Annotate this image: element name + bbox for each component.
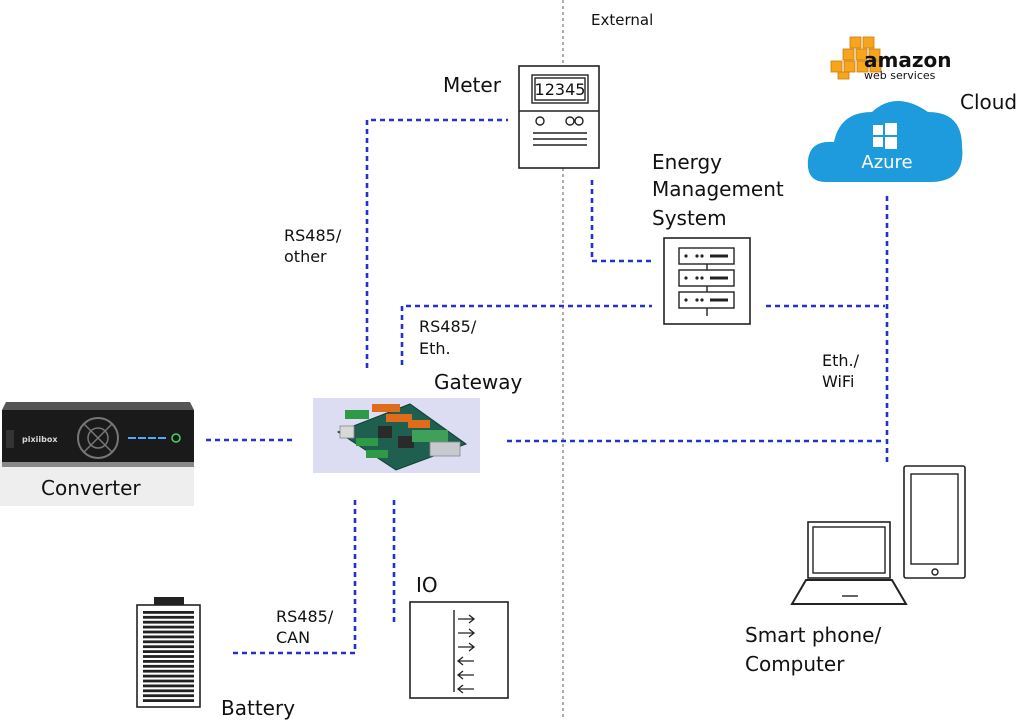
rs485-eth-label-line1: RS485/ bbox=[419, 317, 477, 336]
aws-logo-subtext: web services bbox=[864, 69, 936, 82]
meter-icon: 12345 bbox=[518, 65, 600, 169]
rs485-can-label-line2: CAN bbox=[276, 628, 310, 647]
converter-device-image: pixiibox bbox=[0, 402, 194, 506]
ems-label-line3: System bbox=[652, 206, 727, 230]
gateway-label: Gateway bbox=[434, 370, 523, 394]
battery-bar bbox=[143, 694, 194, 698]
meter-label: Meter bbox=[443, 73, 502, 97]
azure-label: Azure bbox=[861, 152, 912, 173]
input-arrow-icon bbox=[456, 656, 474, 666]
battery-bar bbox=[143, 620, 194, 624]
external-label: External bbox=[591, 11, 653, 29]
battery-bar bbox=[143, 615, 194, 619]
rs485-eth-label-line2: Eth. bbox=[419, 339, 451, 358]
ems-label-line1: Energy bbox=[652, 150, 722, 174]
converter-label: Converter bbox=[41, 476, 141, 500]
output-arrow-icon bbox=[458, 628, 476, 638]
battery-bar bbox=[143, 699, 194, 702]
battery-bar bbox=[143, 669, 194, 673]
battery-bar bbox=[143, 664, 194, 668]
aws-logo-text: amazon bbox=[864, 48, 951, 72]
io-module-icon bbox=[409, 601, 509, 699]
power-icon bbox=[171, 433, 181, 443]
gateway-board-image bbox=[313, 398, 480, 473]
ems-label-line2: Management bbox=[652, 177, 784, 201]
battery-bar bbox=[143, 635, 194, 639]
rs485-other-label-line2: other bbox=[284, 247, 327, 266]
battery-bar bbox=[143, 655, 194, 658]
windows-logo-icon bbox=[873, 123, 897, 149]
rs485-other-label-line1: RS485/ bbox=[284, 226, 342, 245]
azure-cloud-icon: Azure bbox=[807, 101, 963, 182]
battery-bar bbox=[143, 611, 194, 614]
eth-wifi-label-line2: WiFi bbox=[822, 372, 854, 391]
link-gateway-meter bbox=[365, 118, 508, 368]
io-arrows bbox=[456, 614, 476, 694]
link-gateway-battery bbox=[230, 500, 357, 655]
rs485-can-label-line1: RS485/ bbox=[276, 607, 334, 626]
battery-level-bars bbox=[143, 611, 194, 702]
input-arrow-icon bbox=[456, 670, 474, 680]
laptop-icon bbox=[790, 521, 908, 605]
io-label: IO bbox=[416, 573, 438, 597]
battery-bar bbox=[143, 645, 194, 649]
battery-bar bbox=[143, 625, 194, 629]
battery-bar bbox=[143, 684, 194, 688]
link-meter-ems bbox=[590, 180, 652, 263]
cloud-label: Cloud bbox=[960, 90, 1017, 114]
meter-display-text: 12345 bbox=[535, 80, 586, 99]
converter-brand-text: pixiibox bbox=[22, 435, 58, 444]
battery-bar bbox=[143, 679, 194, 683]
input-arrow-icon bbox=[456, 684, 474, 694]
device-label-line2: Computer bbox=[745, 652, 845, 676]
battery-bar bbox=[143, 674, 194, 678]
output-arrow-icon bbox=[458, 614, 476, 624]
battery-icon bbox=[136, 597, 201, 708]
smartphone-icon bbox=[903, 465, 966, 579]
output-arrow-icon bbox=[458, 642, 476, 652]
eth-wifi-label-line1: Eth./ bbox=[822, 351, 860, 370]
device-label-line1: Smart phone/ bbox=[745, 623, 881, 647]
aws-cubes-icon bbox=[830, 36, 882, 80]
fan-icon bbox=[77, 417, 119, 459]
battery-bar bbox=[143, 650, 194, 653]
battery-bar bbox=[143, 630, 194, 634]
aws-logo: amazon web services bbox=[830, 36, 951, 82]
link-gateway-ems bbox=[400, 304, 652, 365]
battery-bar bbox=[143, 660, 194, 663]
battery-bar bbox=[143, 640, 194, 644]
battery-label: Battery bbox=[221, 696, 295, 720]
server-rack-icon bbox=[663, 237, 751, 325]
battery-bar bbox=[143, 689, 194, 693]
